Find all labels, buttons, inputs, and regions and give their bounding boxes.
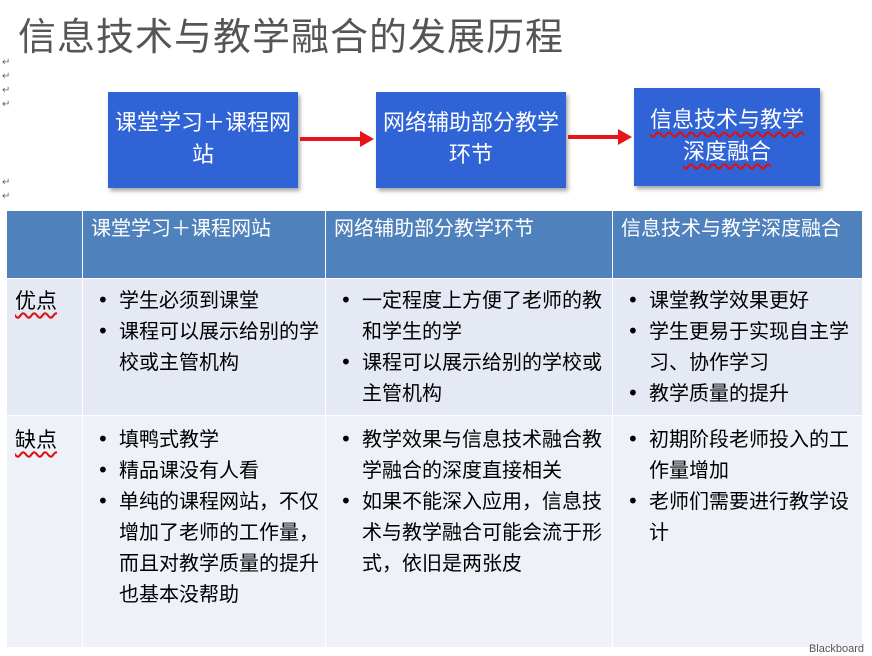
list-item: 课程可以展示给别的学校或主管机构 [332,347,606,409]
list-item: 教学质量的提升 [619,378,856,409]
header-cell-stage-3: 信息技术与教学深度融合 [612,210,863,279]
flow-stage-3-label: 信息技术与教学深度融合 [649,108,804,165]
page-title: 信息技术与教学融合的发展历程 [18,15,565,59]
advantages-stage-2: 一定程度上方便了老师的教和学生的学 课程可以展示给别的学校或主管机构 [325,278,613,416]
disadvantages-stage-1: 填鸭式教学 精品课没有人看 单纯的课程网站，不仅增加了老师的工作量，而且对教学质… [82,415,326,648]
list-item: 学生更易于实现自主学习、协作学习 [619,316,856,378]
arrow-right-icon [300,131,374,147]
header-cell-stage-2: 网络辅助部分教学环节 [325,210,613,279]
row-label-advantages: 优点 [6,278,83,416]
table-row-disadvantages: 缺点 填鸭式教学 精品课没有人看 单纯的课程网站，不仅增加了老师的工作量，而且对… [6,415,863,648]
list-item: 如果不能深入应用，信息技术与教学融合可能会流于形式，依旧是两张皮 [332,486,606,579]
list-item: 单纯的课程网站，不仅增加了老师的工作量，而且对教学质量的提升也基本没帮助 [89,486,319,610]
disadvantages-stage-2: 教学效果与信息技术融合教学融合的深度直接相关 如果不能深入应用，信息技术与教学融… [325,415,613,648]
list-item: 课堂教学效果更好 [619,285,856,316]
paragraph-marks-2: ↵↵ [2,177,11,202]
table-header-row: 课堂学习＋课程网站 网络辅助部分教学环节 信息技术与教学深度融合 [6,210,863,279]
comparison-table: 课堂学习＋课程网站 网络辅助部分教学环节 信息技术与教学深度融合 优点 学生必须… [6,210,863,648]
list-item: 初期阶段老师投入的工作量增加 [619,424,856,486]
brand-logo-text: Blackboard [808,643,864,655]
table-row-advantages: 优点 学生必须到课堂 课程可以展示给别的学校或主管机构 一定程度上方便了老师的教… [6,278,863,416]
list-item: 精品课没有人看 [89,455,319,486]
flow-stage-2-label: 网络辅助部分教学环节 [382,111,559,168]
list-item: 教学效果与信息技术融合教学融合的深度直接相关 [332,424,606,486]
flow-stage-1: 课堂学习＋课程网站 [108,92,298,188]
header-cell-empty [6,210,83,279]
row-label-disadvantages: 缺点 [6,415,83,648]
paragraph-marks: ↵↵↵↵ [2,57,11,110]
list-item: 填鸭式教学 [89,424,319,455]
advantages-stage-3: 课堂教学效果更好 学生更易于实现自主学习、协作学习 教学质量的提升 [612,278,863,416]
flow-stage-2: 网络辅助部分教学环节 [376,92,566,188]
list-item: 老师们需要进行教学设计 [619,486,856,548]
list-item: 一定程度上方便了老师的教和学生的学 [332,285,606,347]
list-item: 课程可以展示给别的学校或主管机构 [89,316,319,378]
arrow-right-icon [568,129,632,145]
flow-stage-1-label: 课堂学习＋课程网站 [114,111,291,168]
advantages-stage-1: 学生必须到课堂 课程可以展示给别的学校或主管机构 [82,278,326,416]
list-item: 学生必须到课堂 [89,285,319,316]
flow-stage-3: 信息技术与教学深度融合 [634,88,820,186]
disadvantages-stage-3: 初期阶段老师投入的工作量增加 老师们需要进行教学设计 [612,415,863,648]
header-cell-stage-1: 课堂学习＋课程网站 [82,210,326,279]
